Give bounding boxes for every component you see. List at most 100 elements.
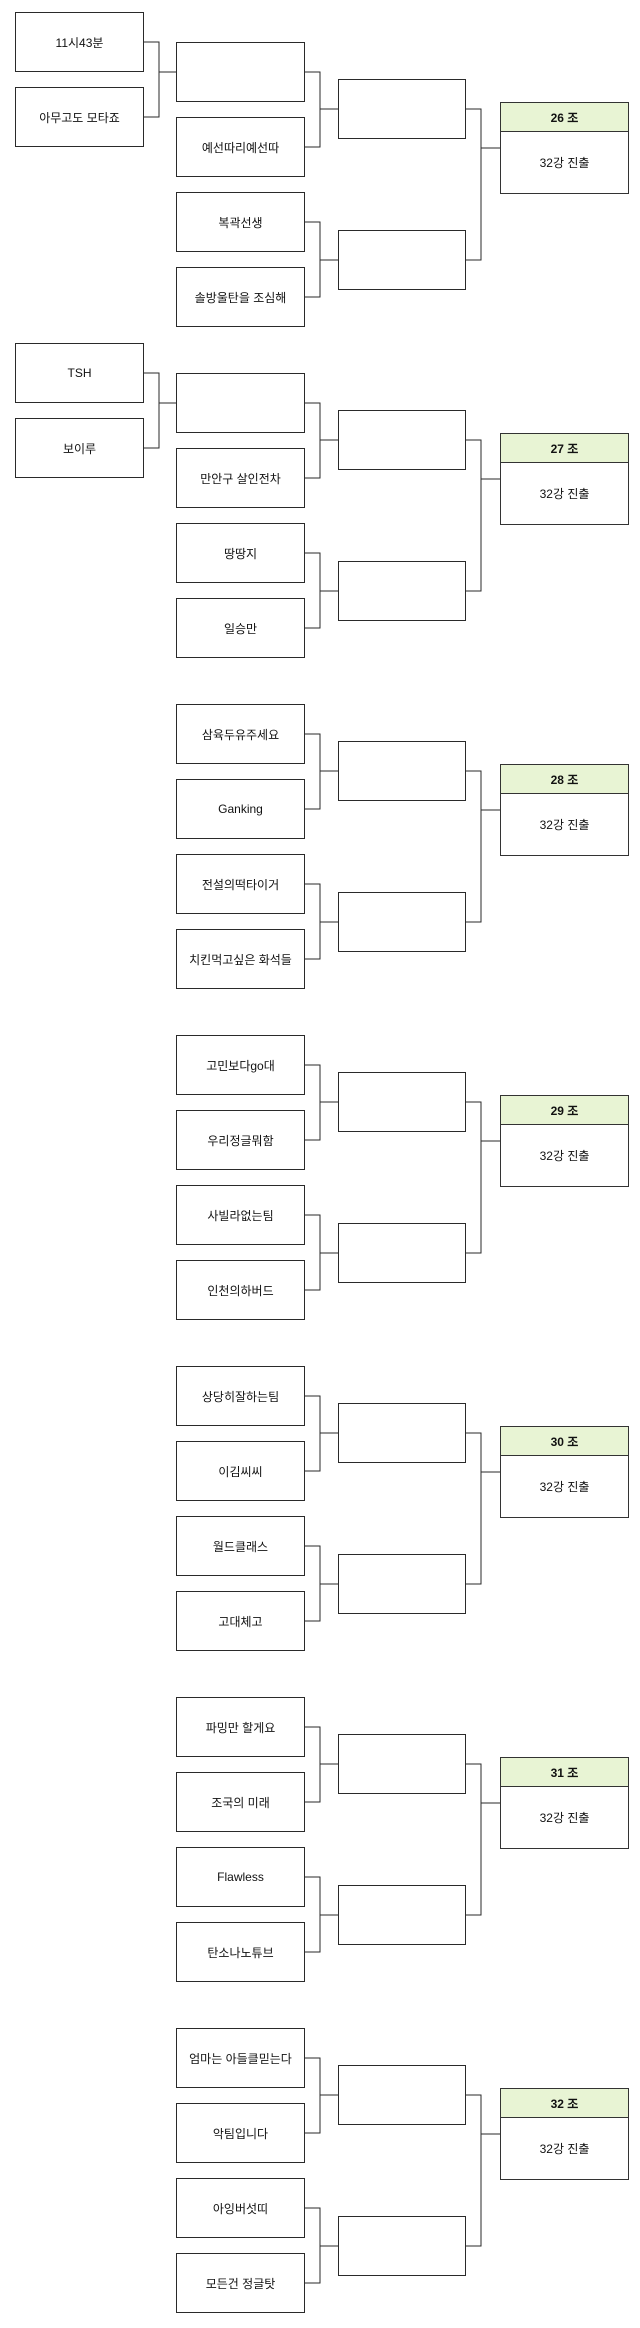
team-slot: 치킨먹고싶은 화석들 — [176, 929, 305, 989]
prelim-team-slot: 보이루 — [15, 418, 144, 478]
team-slot: 전설의떡타이거 — [176, 854, 305, 914]
team-slot: 아잉버섯띠 — [176, 2178, 305, 2238]
group-result-box: 27 조 32강 진출 — [500, 433, 629, 525]
team-slot: 만안구 살인전차 — [176, 448, 305, 508]
round2-slot — [338, 1403, 466, 1463]
advance-status: 32강 진출 — [539, 1811, 590, 1825]
team-slot: 우리정글뭐함 — [176, 1110, 305, 1170]
group-result-box: 31 조 32강 진출 — [500, 1757, 629, 1849]
round2-slot — [338, 892, 466, 952]
team-slot: 일승만 — [176, 598, 305, 658]
connector-line — [305, 733, 321, 810]
bracket-connectors — [305, 733, 500, 960]
connector-line — [305, 1395, 321, 1472]
advance-status: 32강 진출 — [539, 1480, 590, 1494]
connector-line — [305, 2207, 321, 2284]
connector-line — [305, 1214, 321, 1291]
connector-line — [466, 108, 482, 261]
team-slot: 사빌라없는팀 — [176, 1185, 305, 1245]
team-slot: 엄마는 아들클믿는다 — [176, 2028, 305, 2088]
prelim-team-slot: 11시43분 — [15, 12, 144, 72]
round2-slot — [338, 79, 466, 139]
connector-line — [305, 221, 321, 298]
round2-slot — [338, 1072, 466, 1132]
team-slot — [176, 373, 305, 433]
connector-line — [466, 1101, 482, 1254]
connector-line — [466, 1432, 482, 1585]
group-label: 31 조 — [501, 1758, 628, 1787]
bracket-connectors — [305, 2057, 500, 2284]
team-slot: 악팀입니다 — [176, 2103, 305, 2163]
connector-line — [305, 71, 321, 148]
bracket-connectors — [305, 1395, 500, 1622]
round2-slot — [338, 1554, 466, 1614]
prelim-team-slot: 아무고도 모타죠 — [15, 87, 144, 147]
group-label: 28 조 — [501, 765, 628, 794]
connector-line — [305, 2057, 321, 2134]
round2-slot — [338, 1885, 466, 1945]
team-slot: 솔방울탄을 조심해 — [176, 267, 305, 327]
round2-slot — [338, 2216, 466, 2276]
connector-line — [305, 1726, 321, 1803]
group-label: 29 조 — [501, 1096, 628, 1125]
team-slot: Ganking — [176, 779, 305, 839]
team-slot: 모든건 정글탓 — [176, 2253, 305, 2313]
group-label: 26 조 — [501, 103, 628, 132]
connector-line — [305, 1064, 321, 1141]
connector-line — [305, 552, 321, 629]
bracket-connectors — [305, 1726, 500, 1953]
team-slot: 예선따리예선따 — [176, 117, 305, 177]
connector-line — [466, 770, 482, 923]
team-slot: Flawless — [176, 1847, 305, 1907]
round2-slot — [338, 1223, 466, 1283]
team-slot: 삼육두유주세요 — [176, 704, 305, 764]
connector-line — [144, 372, 160, 449]
round2-slot — [338, 741, 466, 801]
group-result-box: 29 조 32강 진출 — [500, 1095, 629, 1187]
team-slot — [176, 42, 305, 102]
connector-line — [305, 1876, 321, 1953]
connector-line — [305, 883, 321, 960]
advance-status: 32강 진출 — [539, 818, 590, 832]
team-slot: 월드클래스 — [176, 1516, 305, 1576]
advance-status: 32강 진출 — [539, 1149, 590, 1163]
bracket-connectors — [144, 41, 500, 298]
team-slot: 조국의 미래 — [176, 1772, 305, 1832]
round2-slot — [338, 2065, 466, 2125]
bracket-connectors — [305, 1064, 500, 1291]
connector-line — [305, 402, 321, 479]
connector-line — [466, 1763, 482, 1916]
team-slot: 탄소나노튜브 — [176, 1922, 305, 1982]
round2-slot — [338, 1734, 466, 1794]
team-slot: 고대체고 — [176, 1591, 305, 1651]
bracket-connectors — [144, 372, 500, 629]
group-label: 30 조 — [501, 1427, 628, 1456]
team-slot: 상당히잘하는팀 — [176, 1366, 305, 1426]
advance-status: 32강 진출 — [539, 487, 590, 501]
group-label: 27 조 — [501, 434, 628, 463]
advance-status: 32강 진출 — [539, 156, 590, 170]
connector-line — [466, 2094, 482, 2247]
team-slot: 이김씨씨 — [176, 1441, 305, 1501]
connector-line — [466, 439, 482, 592]
group-result-box: 30 조 32강 진출 — [500, 1426, 629, 1518]
group-result-box: 28 조 32강 진출 — [500, 764, 629, 856]
round2-slot — [338, 230, 466, 290]
round2-slot — [338, 561, 466, 621]
team-slot: 인천의하버드 — [176, 1260, 305, 1320]
round2-slot — [338, 410, 466, 470]
team-slot: 고민보다go대 — [176, 1035, 305, 1095]
prelim-team-slot: TSH — [15, 343, 144, 403]
team-slot: 파밍만 할게요 — [176, 1697, 305, 1757]
team-slot: 복곽선생 — [176, 192, 305, 252]
team-slot: 땅땅지 — [176, 523, 305, 583]
group-label: 32 조 — [501, 2089, 628, 2118]
group-result-box: 26 조 32강 진출 — [500, 102, 629, 194]
